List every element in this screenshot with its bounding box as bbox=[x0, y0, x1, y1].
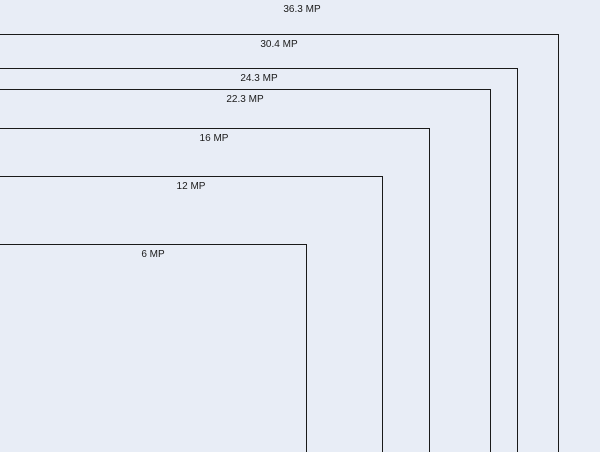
frame-label: 36.3 MP bbox=[283, 4, 321, 15]
frame-label: 12 MP bbox=[176, 181, 206, 192]
frame-30-4-mp: 30.4 MP bbox=[0, 34, 559, 452]
frame-6-mp: 6 MP bbox=[0, 244, 307, 452]
frame-label: 22.3 MP bbox=[226, 94, 264, 105]
frame-24-3-mp: 24.3 MP bbox=[0, 68, 518, 452]
frame-label: 16 MP bbox=[199, 133, 229, 144]
frame-22-3-mp: 22.3 MP bbox=[0, 89, 491, 452]
frame-16-mp: 16 MP bbox=[0, 128, 430, 452]
frame-label: 30.4 MP bbox=[260, 39, 298, 50]
frame-12-mp: 12 MP bbox=[0, 176, 383, 452]
frame-label: 6 MP bbox=[141, 249, 165, 260]
frame-label: 24.3 MP bbox=[240, 73, 278, 84]
